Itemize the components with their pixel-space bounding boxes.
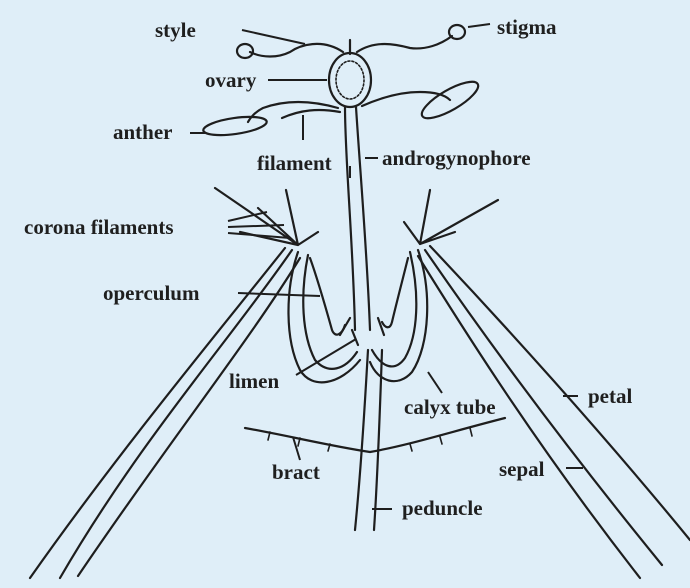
style-left [250, 44, 343, 57]
bract-line [245, 418, 505, 452]
androgynophore-right [356, 107, 370, 330]
ovary-inner [336, 61, 364, 99]
anther-left [202, 114, 268, 139]
stigma-right [449, 25, 465, 39]
operculum-right [382, 258, 408, 327]
androgynophore-left [345, 107, 355, 330]
label-ovary: ovary [205, 68, 257, 92]
peduncle-stem-left [355, 350, 368, 530]
label-style: style [155, 18, 196, 42]
label-stigma: stigma [497, 15, 557, 39]
label-sepal: sepal [499, 457, 545, 481]
style-right [357, 36, 452, 52]
operculum-leader [238, 293, 320, 296]
calyx-cup-left [288, 252, 360, 382]
stigma-leader [468, 24, 490, 27]
label-calyx-tube: calyx tube [404, 395, 496, 419]
corona-leader-2 [228, 225, 284, 227]
filament-right [362, 92, 450, 106]
calyx-cup-left-inner [303, 255, 357, 369]
label-limen: limen [229, 369, 279, 393]
label-anther: anther [113, 120, 173, 144]
label-peduncle: peduncle [402, 496, 483, 520]
label-operculum: operculum [103, 281, 200, 305]
label-androgynophore: androgynophore [382, 146, 531, 170]
corona-filaments-right [404, 190, 498, 244]
petal-left-inner [78, 258, 300, 576]
style-leader [242, 30, 305, 44]
label-corona-filaments: corona filaments [24, 215, 174, 239]
label-petal: petal [588, 384, 632, 408]
stigma-left [237, 44, 253, 58]
limen-leader [296, 339, 356, 375]
filament-left-2 [282, 110, 340, 118]
limen-marks [340, 318, 384, 345]
label-bract: bract [272, 460, 320, 484]
label-filament: filament [257, 151, 332, 175]
calyx-leader [428, 372, 442, 393]
calyx-cup-right [370, 250, 427, 381]
